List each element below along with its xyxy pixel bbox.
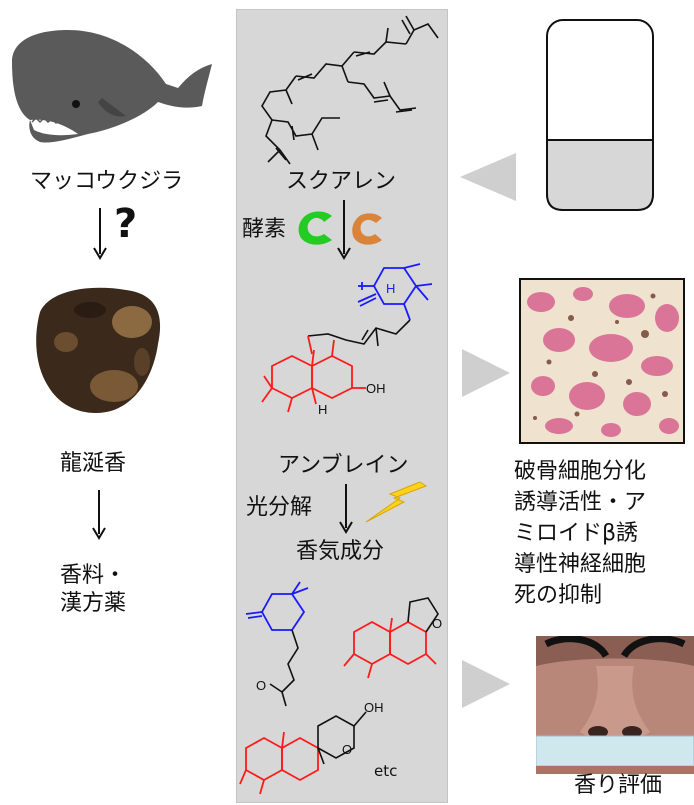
bioactivity-line-1: 破骨細胞分化 — [514, 459, 647, 484]
enzyme-label: 酵素 — [242, 217, 287, 242]
orange-enzyme-icon — [350, 212, 384, 246]
uses-label: 香料・ 漢方薬 — [60, 562, 126, 617]
down-arrow-squalene-to-ambrein — [336, 200, 352, 260]
gray-arrow-aroma-to-evaluation — [462, 660, 510, 708]
ambrein-hydrogen-label: H — [386, 281, 395, 296]
down-arrow-whale-to-ambergris — [92, 208, 108, 260]
etc-label: etc — [374, 762, 398, 780]
gray-arrow-tube-to-squalene — [460, 153, 516, 201]
ambrein-hydrogen-label-2: H — [318, 402, 327, 417]
bioactivity-line-4: 導性神経細胞 — [514, 552, 647, 577]
osteoclast-stain-image — [519, 278, 685, 444]
uses-line-1: 香料・ — [60, 563, 127, 588]
bioactivity-line-2: 誘導活性・ア — [514, 490, 647, 515]
down-arrow-ambergris-to-uses — [91, 490, 107, 540]
gray-arrow-ambrein-to-cells — [462, 349, 510, 397]
cyclic-ether-oxygen-label: O — [432, 616, 442, 631]
sperm-whale-illustration — [6, 18, 214, 150]
aroma-structures: O O O OH — [238, 580, 444, 800]
smell-evaluation-label: 香り評価 — [574, 773, 663, 798]
uses-line-2: 漢方薬 — [60, 590, 127, 616]
bioactivity-description: 破骨細胞分化 誘導活性・ア ミロイドβ誘 導性神経細胞 死の抑制 — [514, 456, 646, 611]
green-enzyme-icon — [296, 210, 334, 246]
ambrein-label: アンブレイン — [278, 453, 409, 478]
smell-evaluation-photo — [536, 636, 694, 774]
ambrein-hydroxyl-label: OH — [366, 381, 386, 396]
squalene-label: スクアレン — [286, 169, 397, 194]
ambrein-structure: H OH H — [258, 262, 448, 442]
ether-oxygen-label: O — [342, 742, 352, 757]
ambergris-photo — [30, 282, 168, 422]
lightning-icon — [360, 480, 428, 524]
bioactivity-line-5: 死の抑制 — [514, 583, 603, 608]
hemiacetal-oh-label: OH — [364, 700, 384, 715]
down-arrow-ambrein-to-aroma — [338, 484, 354, 534]
photolysis-label: 光分解 — [246, 495, 313, 520]
bioactivity-line-3: ミロイドβ誘 — [514, 521, 639, 546]
question-mark: ? — [114, 201, 138, 247]
ketone-oxygen-label: O — [256, 678, 266, 693]
aroma-components-label: 香気成分 — [296, 539, 385, 564]
reaction-tube-illustration — [545, 18, 657, 214]
ambergris-label: 龍涎香 — [60, 451, 127, 476]
squalene-structure — [256, 12, 442, 170]
whale-label: マッコウクジラ — [30, 169, 184, 194]
